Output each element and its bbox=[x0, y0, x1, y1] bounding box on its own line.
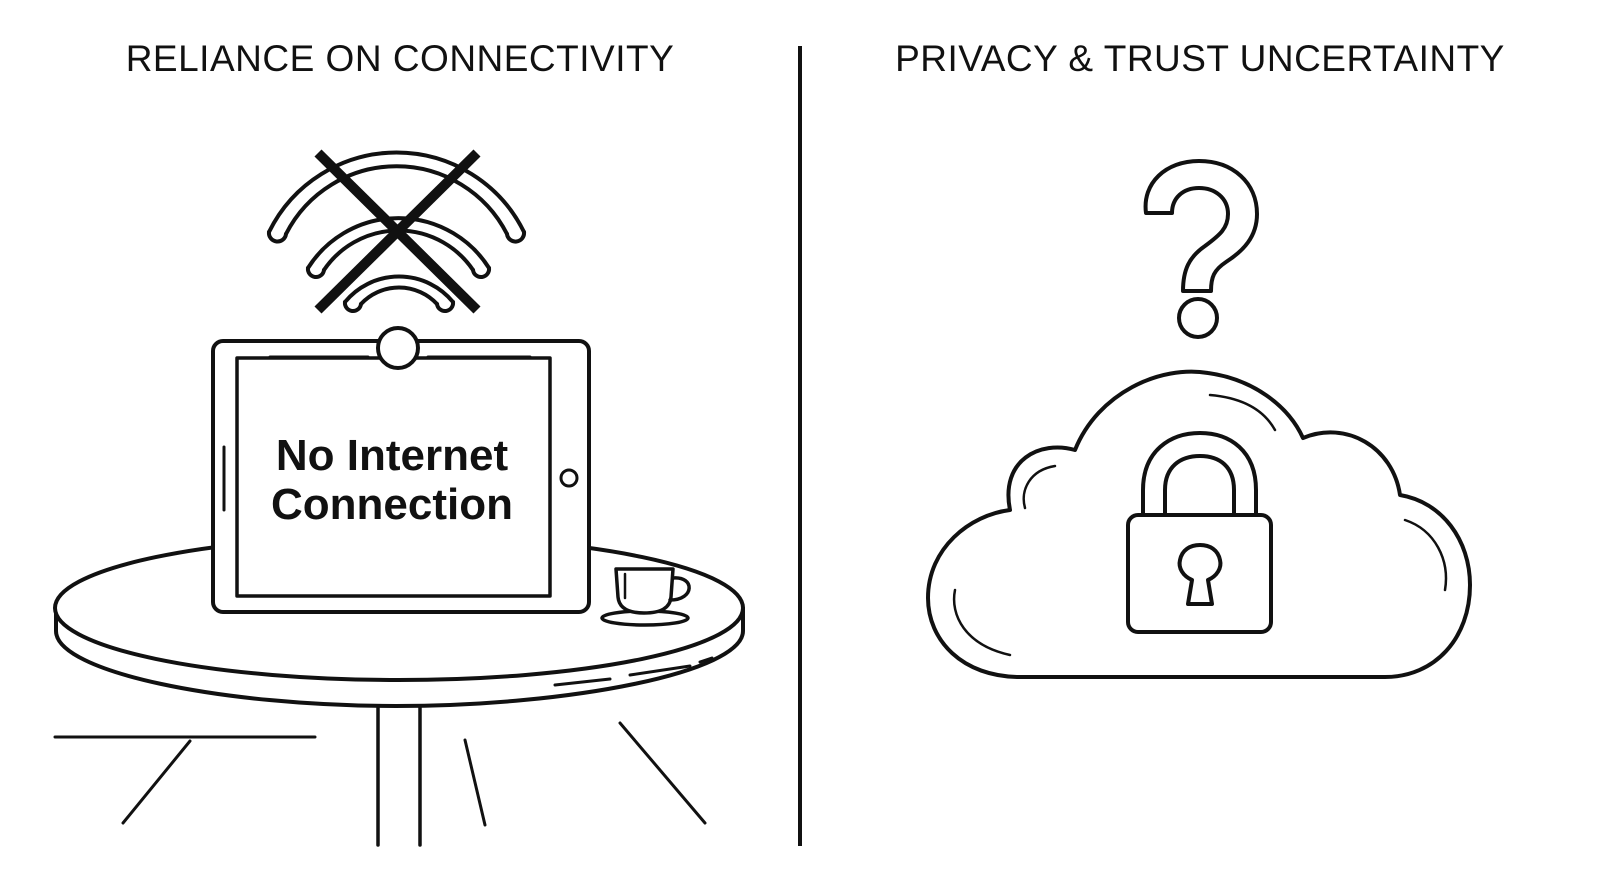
floor-lines bbox=[53, 735, 317, 825]
padlock-icon bbox=[1126, 431, 1273, 634]
left-panel-illustration: No Internet Connection bbox=[53, 149, 745, 847]
table-pedestal bbox=[376, 703, 422, 847]
right-panel-title: PRIVACY & TRUST UNCERTAINTY bbox=[895, 38, 1505, 79]
left-panel-title: RELIANCE ON CONNECTIVITY bbox=[125, 38, 675, 79]
right-panel-illustration bbox=[926, 159, 1472, 679]
no-internet-text-line1: No Internet bbox=[276, 431, 509, 480]
cross-icon bbox=[314, 149, 481, 314]
camera-icon bbox=[376, 326, 420, 370]
tablet-icon bbox=[211, 326, 591, 614]
panel-divider bbox=[798, 46, 802, 846]
coffee-cup-icon bbox=[600, 567, 691, 627]
no-internet-text-line2: Connection bbox=[271, 480, 513, 529]
table-shadow-lines bbox=[463, 721, 707, 827]
question-mark-icon bbox=[1143, 159, 1259, 339]
home-button-icon bbox=[559, 468, 579, 488]
